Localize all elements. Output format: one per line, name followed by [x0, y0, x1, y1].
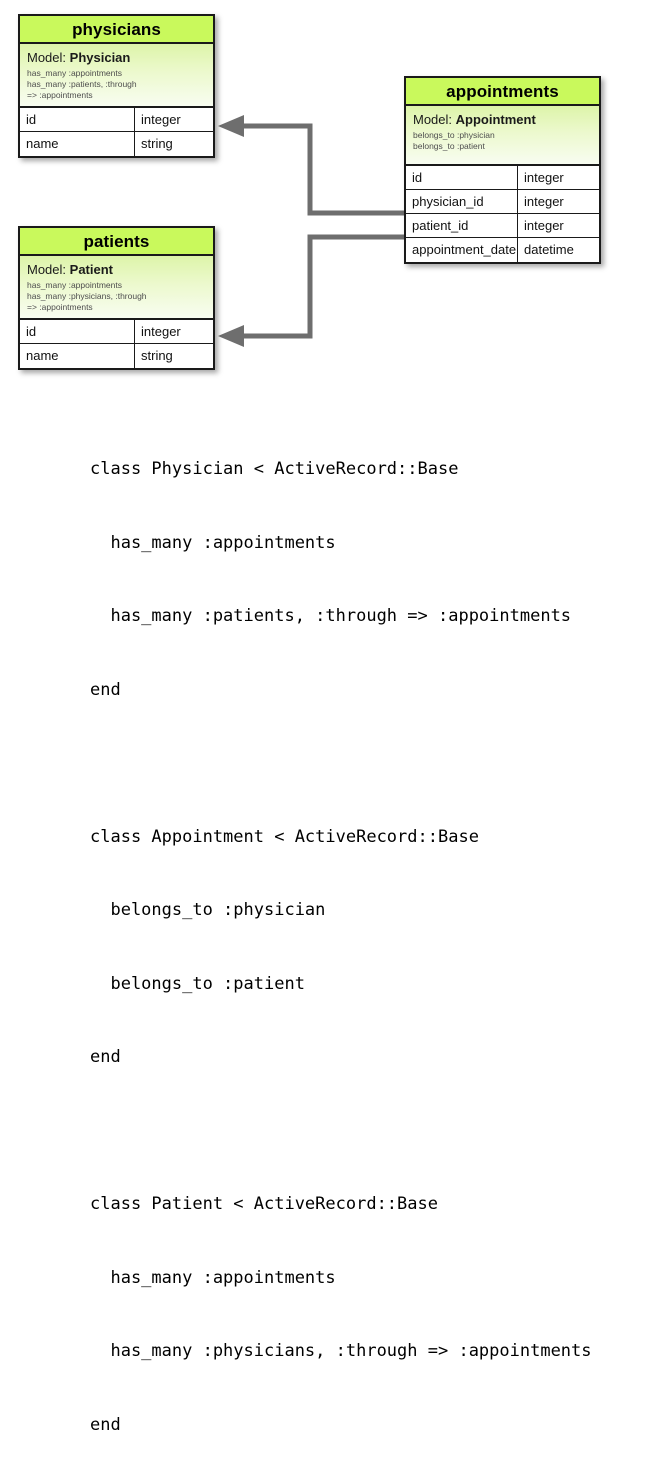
- model-label: Model:: [27, 50, 67, 65]
- model-name: Patient: [69, 262, 113, 277]
- model-line-physicians: Model: Physician: [27, 50, 206, 65]
- connector-patient-id-to-patients: [218, 234, 404, 347]
- note-line: => :appointments: [27, 90, 93, 100]
- arrowhead-patients: [218, 325, 244, 347]
- attribute-type: integer: [524, 170, 564, 185]
- code-line: end: [90, 679, 121, 700]
- arrowhead-physicians: [218, 115, 244, 137]
- attribute-name: id: [20, 320, 135, 343]
- entity-note-physicians: Model: Physician has_many :appointments …: [20, 44, 213, 108]
- model-label: Model:: [27, 262, 67, 277]
- model-name: Appointment: [455, 112, 536, 127]
- attribute-name: name: [20, 344, 135, 368]
- entity-title-physicians: physicians: [20, 16, 213, 44]
- attribute-name: physician_id: [406, 190, 518, 213]
- code-line: belongs_to :patient: [90, 973, 305, 994]
- code-line: end: [90, 1047, 121, 1067]
- code-line: class Appointment < ActiveRecord::Base: [90, 826, 479, 847]
- entity-title-patients: patients: [20, 228, 213, 256]
- note-line: belongs_to :physician: [413, 130, 495, 140]
- model-line-appointments: Model: Appointment: [413, 112, 592, 127]
- code-line: has_many :patients, :through => :appoint…: [90, 606, 572, 626]
- entity-physicians[interactable]: physicians Model: Physician has_many :ap…: [18, 14, 215, 158]
- attribute-row: id integer: [20, 320, 213, 344]
- attribute-type: integer: [524, 194, 564, 209]
- code-line: class Physician < ActiveRecord::Base: [90, 459, 459, 479]
- code-line: has_many :appointments: [90, 1267, 336, 1288]
- attribute-name: id: [406, 166, 518, 189]
- attribute-name: id: [20, 108, 135, 131]
- attribute-row: physician_id integer: [406, 190, 599, 214]
- code-line: belongs_to :physician: [90, 900, 326, 920]
- note-line: => :appointments: [27, 302, 93, 312]
- attribute-row: name string: [20, 132, 213, 156]
- entity-title-appointments: appointments: [406, 78, 599, 106]
- code-line: has_many :physicians, :through => :appoi…: [90, 1341, 592, 1361]
- code-line-blank: [90, 1119, 650, 1144]
- attribute-row: patient_id integer: [406, 214, 599, 238]
- attribute-type: string: [141, 136, 173, 151]
- model-label: Model:: [413, 112, 453, 127]
- er-diagram: physicians Model: Physician has_many :ap…: [0, 0, 657, 400]
- attribute-type: datetime: [524, 242, 574, 257]
- attribute-row: id integer: [406, 166, 599, 190]
- attribute-name: patient_id: [406, 214, 518, 237]
- connector-physician-id-to-physicians: [218, 115, 404, 216]
- note-line: has_many :patients, :through: [27, 79, 137, 89]
- entity-note-appointments: Model: Appointment belongs_to :physician…: [406, 106, 599, 166]
- code-line: has_many :appointments: [90, 532, 336, 553]
- ruby-code-block: class Physician < ActiveRecord::Base has…: [90, 408, 650, 1462]
- model-line-patients: Model: Patient: [27, 262, 206, 277]
- attribute-row: appointment_date datetime: [406, 238, 599, 262]
- entity-note-patients: Model: Patient has_many :appointments ha…: [20, 256, 213, 320]
- code-line: end: [90, 1414, 121, 1435]
- attribute-type: integer: [141, 112, 181, 127]
- attribute-name: name: [20, 132, 135, 156]
- attribute-row: name string: [20, 344, 213, 368]
- code-line-blank: [90, 751, 650, 776]
- note-line: has_many :physicians, :through: [27, 291, 147, 301]
- attribute-type: integer: [524, 218, 564, 233]
- model-name: Physician: [69, 50, 131, 65]
- attribute-type: string: [141, 348, 173, 363]
- note-line: has_many :appointments: [27, 68, 122, 78]
- code-line: class Patient < ActiveRecord::Base: [90, 1194, 438, 1214]
- entity-appointments[interactable]: appointments Model: Appointment belongs_…: [404, 76, 601, 264]
- note-line: belongs_to :patient: [413, 141, 485, 151]
- note-line: has_many :appointments: [27, 280, 122, 290]
- entity-patients[interactable]: patients Model: Patient has_many :appoin…: [18, 226, 215, 370]
- relationship-connectors: [218, 115, 404, 347]
- attribute-type: integer: [141, 324, 181, 339]
- attribute-row: id integer: [20, 108, 213, 132]
- attribute-name: appointment_date: [406, 238, 518, 262]
